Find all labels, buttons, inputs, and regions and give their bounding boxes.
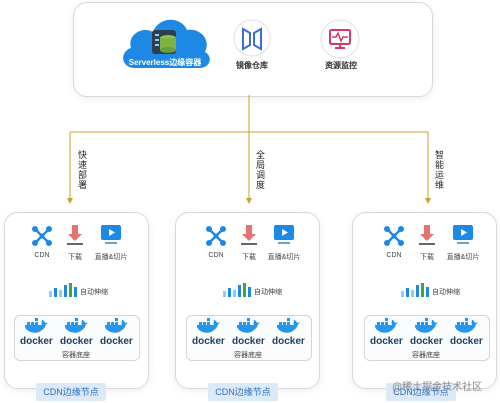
auto-scale-label: 自动伸缩: [432, 289, 460, 296]
docker-label: docker: [370, 336, 403, 347]
connector-label-schedule: 全局调度: [255, 150, 265, 190]
cdn-label: CDN: [386, 252, 402, 259]
auto-scale-label: 自动伸缩: [80, 289, 108, 296]
docker-icon: [375, 318, 398, 333]
bars-icon: [223, 283, 251, 297]
docker-label: docker: [272, 336, 305, 347]
docker-icon: [65, 318, 88, 333]
node-footer-2: CDN边缘节点: [208, 383, 278, 401]
bars-icon: [49, 283, 77, 297]
live-label: 直播&切片: [267, 254, 301, 261]
live-icon: [274, 225, 294, 244]
node-footer-3: CDN边缘节点: [386, 383, 456, 401]
cdn-icon: [32, 226, 52, 246]
monitor-label: 资源监控: [325, 61, 357, 70]
docker-icon: [455, 318, 478, 333]
live-label: 直播&切片: [94, 254, 128, 261]
docker-icon: [237, 318, 260, 333]
docker-label: docker: [192, 336, 225, 347]
docker-label: docker: [410, 336, 443, 347]
live-label: 直播&切片: [446, 254, 480, 261]
download-icon: [241, 225, 257, 245]
mirror-repo-label: 镜像仓库: [236, 61, 268, 70]
live-icon: [453, 225, 473, 244]
monitor-icon: [320, 19, 360, 59]
container-base-label: 容器底座: [412, 352, 440, 359]
bars-icon: [401, 283, 429, 297]
docker-icon: [277, 318, 300, 333]
download-label: 下载: [68, 254, 82, 261]
container-base-label: 容器底座: [234, 352, 262, 359]
docker-label: docker: [60, 336, 93, 347]
container-base-label: 容器底座: [62, 352, 90, 359]
connector-label-deploy: 快速部署: [77, 150, 87, 190]
serverless-label: Serverless边缘容器: [128, 58, 202, 67]
docker-icon: [197, 318, 220, 333]
cdn-icon: [384, 226, 404, 246]
node-footer-1: CDN边缘节点: [36, 383, 106, 401]
mirror-repo-icon: [233, 19, 271, 57]
docker-icon: [415, 318, 438, 333]
watermark: @稀土掘金技术社区: [392, 382, 483, 393]
cdn-icon: [206, 226, 226, 246]
download-icon: [419, 225, 435, 245]
download-label: 下载: [242, 254, 256, 261]
cdn-label: CDN: [208, 252, 224, 259]
docker-label: docker: [20, 336, 53, 347]
auto-scale-label: 自动伸缩: [254, 289, 282, 296]
serverless-cloud-icon: [123, 19, 210, 68]
docker-label: docker: [450, 336, 483, 347]
live-icon: [101, 225, 121, 244]
cdn-label: CDN: [34, 252, 50, 259]
docker-label: docker: [232, 336, 265, 347]
connector-label-ops: 智能运维: [434, 150, 444, 190]
download-icon: [67, 225, 83, 245]
docker-icon: [105, 318, 128, 333]
docker-icon: [25, 318, 48, 333]
docker-label: docker: [100, 336, 133, 347]
download-label: 下载: [420, 254, 434, 261]
